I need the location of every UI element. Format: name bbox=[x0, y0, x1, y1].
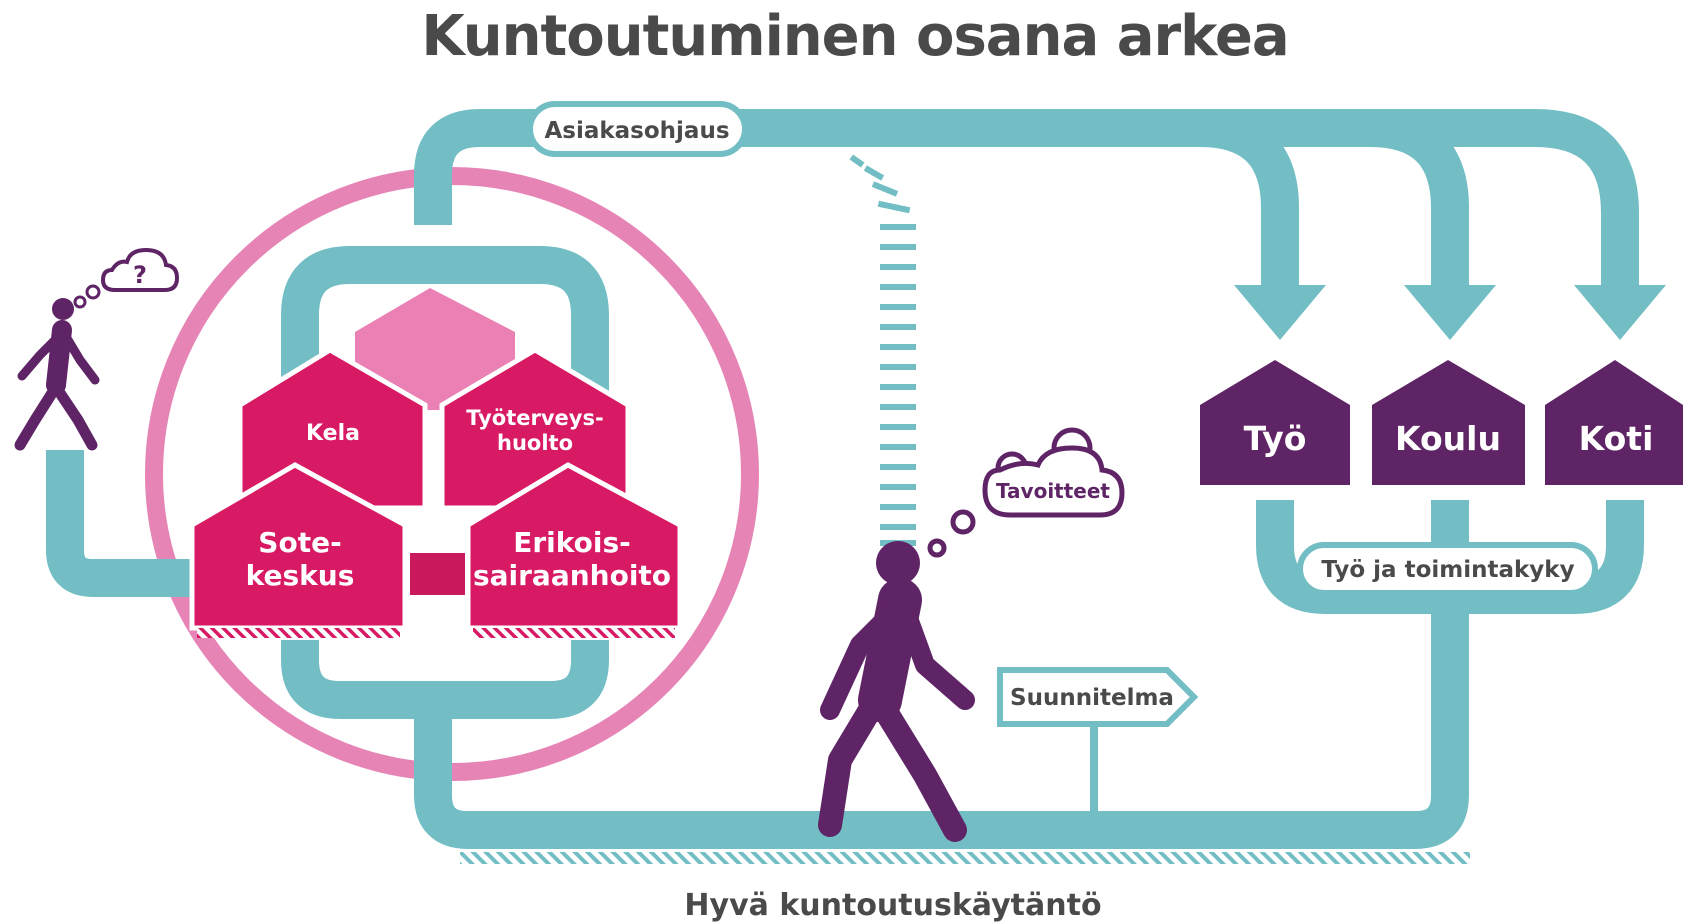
question-mark-text: ? bbox=[133, 261, 147, 289]
house-tyo: Työ bbox=[1200, 360, 1350, 485]
erikois-label-1: Erikois- bbox=[513, 526, 631, 559]
arrow-to-tyo-icon bbox=[1234, 285, 1326, 340]
destination-arrows bbox=[1234, 285, 1666, 340]
tyoterveys-label-2: huolto bbox=[497, 431, 573, 455]
arrow-to-koulu-icon bbox=[1404, 285, 1496, 340]
house-koti: Koti bbox=[1545, 360, 1683, 485]
house-koulu: Koulu bbox=[1372, 360, 1525, 485]
generic-service-house bbox=[355, 288, 515, 410]
walking-person-icon bbox=[818, 541, 975, 842]
house-sote-keskus: Sote- keskus bbox=[189, 462, 408, 638]
page-title: Kuntoutuminen osana arkea bbox=[421, 4, 1288, 69]
good-practice-label: Hyvä kuntoutuskäytäntö bbox=[684, 888, 1101, 923]
practice-ground bbox=[460, 852, 1470, 864]
suunnitelma-text: Suunnitelma bbox=[1010, 685, 1174, 711]
sote-label-2: keskus bbox=[246, 559, 355, 592]
suunnitelma-signpost: Suunnitelma bbox=[997, 667, 1199, 830]
tyo-ja-toimintakyky-label: Työ ja toimintakyky bbox=[1297, 542, 1598, 596]
tyoterveys-label-1: Työterveys- bbox=[466, 406, 603, 430]
kela-label: Kela bbox=[306, 421, 360, 446]
small-walking-person-icon bbox=[14, 298, 100, 451]
koti-label: Koti bbox=[1579, 419, 1654, 458]
tyo-label: Työ bbox=[1244, 419, 1307, 458]
house-erikoissairaanhoito: Erikois- sairaanhoito bbox=[465, 462, 683, 638]
care-path bbox=[46, 109, 1644, 849]
koulu-label: Koulu bbox=[1395, 419, 1501, 458]
asiakasohjaus-text: Asiakasohjaus bbox=[544, 118, 729, 144]
tavoitteet-text: Tavoitteet bbox=[996, 479, 1110, 503]
asiakasohjaus-label: Asiakasohjaus bbox=[527, 101, 748, 157]
service-houses: Kela Työterveys- huolto Sote- keskus Eri… bbox=[189, 288, 683, 638]
erikois-label-2: sairaanhoito bbox=[473, 559, 671, 592]
house-tyoterveyshuolto: Työterveys- huolto bbox=[439, 347, 631, 511]
arrow-to-koti-icon bbox=[1574, 285, 1666, 340]
sote-label-1: Sote- bbox=[258, 526, 341, 559]
thought-bubble-medium bbox=[950, 509, 976, 535]
question-thought-cloud: ? bbox=[73, 247, 180, 309]
tavoitteet-thought-cloud: Tavoitteet bbox=[927, 427, 1125, 558]
guidance-dashes bbox=[849, 154, 916, 546]
service-connector bbox=[410, 553, 465, 595]
tyo-ja-toimintakyky-text: Työ ja toimintakyky bbox=[1321, 557, 1574, 583]
destination-houses: Työ Koulu Koti bbox=[1200, 360, 1683, 485]
thought-bubble-small bbox=[927, 538, 947, 558]
